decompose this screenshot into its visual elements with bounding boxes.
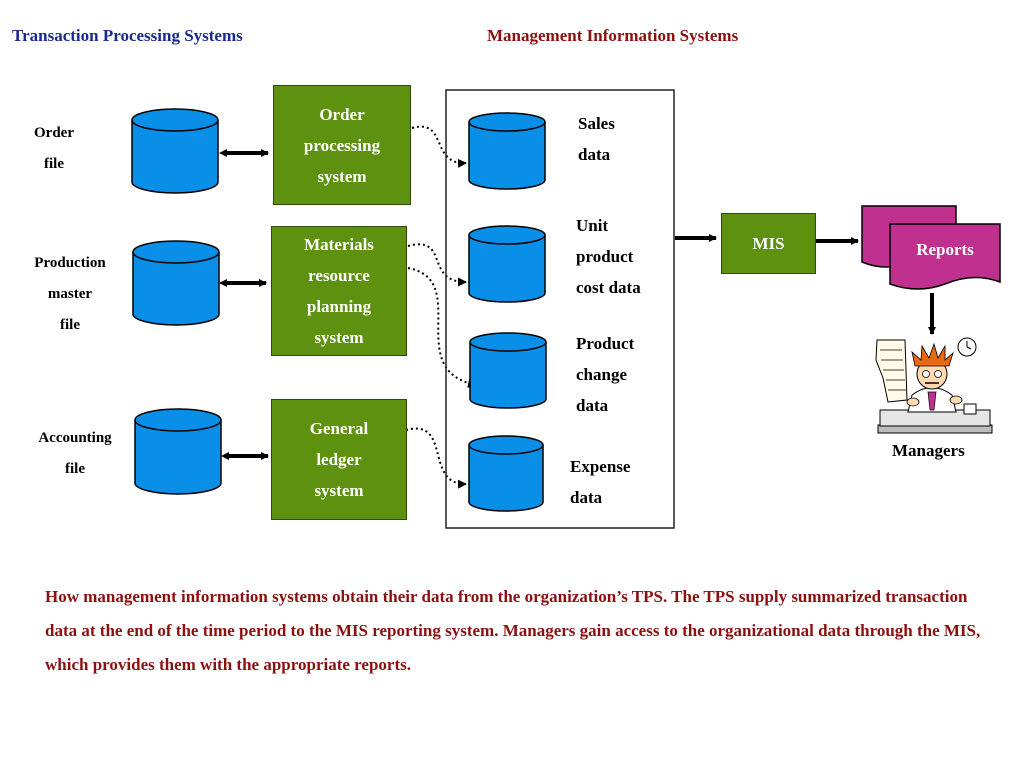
unit-cost-dotted-arrow <box>407 243 467 287</box>
unit-cost-database <box>468 225 546 303</box>
product-change-database <box>469 332 547 409</box>
reports-label: Reports <box>916 240 974 259</box>
expense-database <box>468 435 544 512</box>
reports-document-icon <box>861 205 1001 290</box>
production-file-database <box>132 240 220 326</box>
order-file-database <box>131 108 219 194</box>
expense-dotted-arrow <box>405 427 467 489</box>
tps-heading: Transaction Processing Systems <box>12 26 243 45</box>
accounting-file-database <box>134 408 222 495</box>
diagram-graphics <box>131 89 1001 529</box>
mis-box: MIS <box>721 213 816 274</box>
sales-data-database <box>468 112 546 190</box>
managers-label: Managers <box>892 441 965 460</box>
figure-caption: How management information systems obtai… <box>45 587 981 674</box>
mis-heading: Management Information Systems <box>487 26 739 45</box>
manager-icon <box>875 337 993 434</box>
product-change-dotted-arrow <box>407 267 477 388</box>
mis-data-container <box>445 89 675 529</box>
sales-dotted-arrow <box>411 125 467 168</box>
